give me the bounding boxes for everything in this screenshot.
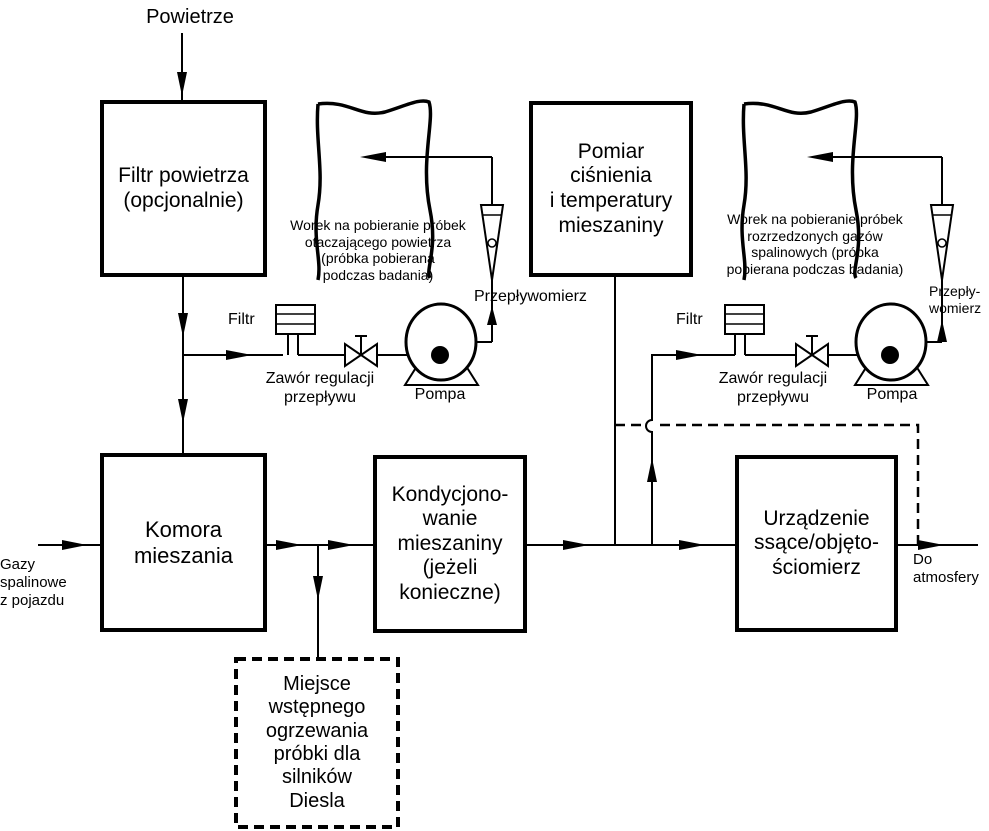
exhaust-inlet-arrow xyxy=(62,540,87,550)
chamber-to-conditioning-arrow-2 xyxy=(328,540,354,550)
ambient-branch-arrow xyxy=(226,350,252,360)
diluted-branch-arrow-right xyxy=(676,350,702,360)
preheat-branch-arrow xyxy=(313,576,323,600)
ambient-bag-inlet-arrow xyxy=(360,152,386,162)
ambient-pump-label: Pompa xyxy=(414,386,466,403)
ambient-flowmeter-arrow xyxy=(487,306,497,325)
diluted-valve-label: Zawór regulacji przepływu xyxy=(718,370,828,407)
mixing-chamber-label: Komora mieszania xyxy=(133,516,234,568)
diluted-branch-arrow-up xyxy=(647,458,657,482)
to-atmosphere-label: Do atmosfery xyxy=(913,551,979,586)
ambient-valve xyxy=(344,335,378,368)
conditioning-label: Kondycjono- wanie mieszaniny (jeżeli kon… xyxy=(391,482,509,604)
diluted-flowmeter xyxy=(929,204,955,281)
pressure-temp-label: Pomiar ciśnienia i temperatury mieszanin… xyxy=(549,139,673,237)
suction-inlet-arrow xyxy=(679,540,705,550)
diluted-flowmeter-arrow xyxy=(937,320,947,342)
dashed-bypass-line xyxy=(615,423,920,545)
preheat-label: Miejsce wstępnego ogrzewania próbki dla … xyxy=(265,672,369,812)
filter-to-chamber-arrow-1 xyxy=(178,313,188,337)
exhaust-inlet-label: Gazy spalinowe z pojazdu xyxy=(0,556,67,609)
diluted-filter-label: Filtr xyxy=(676,311,703,328)
air-filter-label: Filtr powietrza (opcjonalnie) xyxy=(118,163,249,212)
air-inlet-label: Powietrze xyxy=(146,6,234,28)
diluted-bag-label: Worek na pobieranie próbek rozrzedzonych… xyxy=(726,211,904,277)
air-inlet-arrow xyxy=(177,72,187,96)
diluted-pump-label: Pompa xyxy=(866,386,918,403)
diluted-flowmeter-label: Przepły- womierz xyxy=(929,283,982,316)
ambient-filter-label: Filtr xyxy=(228,311,255,328)
ambient-flowmeter-label: Przepływomierz xyxy=(474,288,587,305)
diluted-filter xyxy=(724,304,765,335)
air-filter-box xyxy=(100,100,267,277)
diluted-branch-line xyxy=(645,354,735,545)
diluted-valve xyxy=(795,335,829,368)
ambient-flowmeter xyxy=(479,204,505,281)
diluted-bag-inlet-arrow xyxy=(807,152,833,162)
ambient-valve-label: Zawór regulacji przepływu xyxy=(265,370,375,407)
ambient-pump xyxy=(403,302,480,386)
conditioning-outlet-arrow xyxy=(563,540,589,550)
ambient-sample-bag xyxy=(314,99,435,281)
pressure-temp-box xyxy=(529,101,693,277)
chamber-to-conditioning-arrow-1 xyxy=(276,540,302,550)
diluted-sample-bag xyxy=(740,99,861,281)
suction-device-box xyxy=(735,455,898,632)
diluted-pump xyxy=(853,302,930,386)
ambient-bag-label: Worek na pobieranie próbek otaczającego … xyxy=(290,217,466,283)
ambient-filter xyxy=(275,304,316,335)
suction-device-label: Urządzenie ssące/objęto- ściomierz xyxy=(754,506,879,579)
filter-to-chamber-arrow-2 xyxy=(178,399,188,423)
to-atmosphere-arrow xyxy=(918,540,944,550)
